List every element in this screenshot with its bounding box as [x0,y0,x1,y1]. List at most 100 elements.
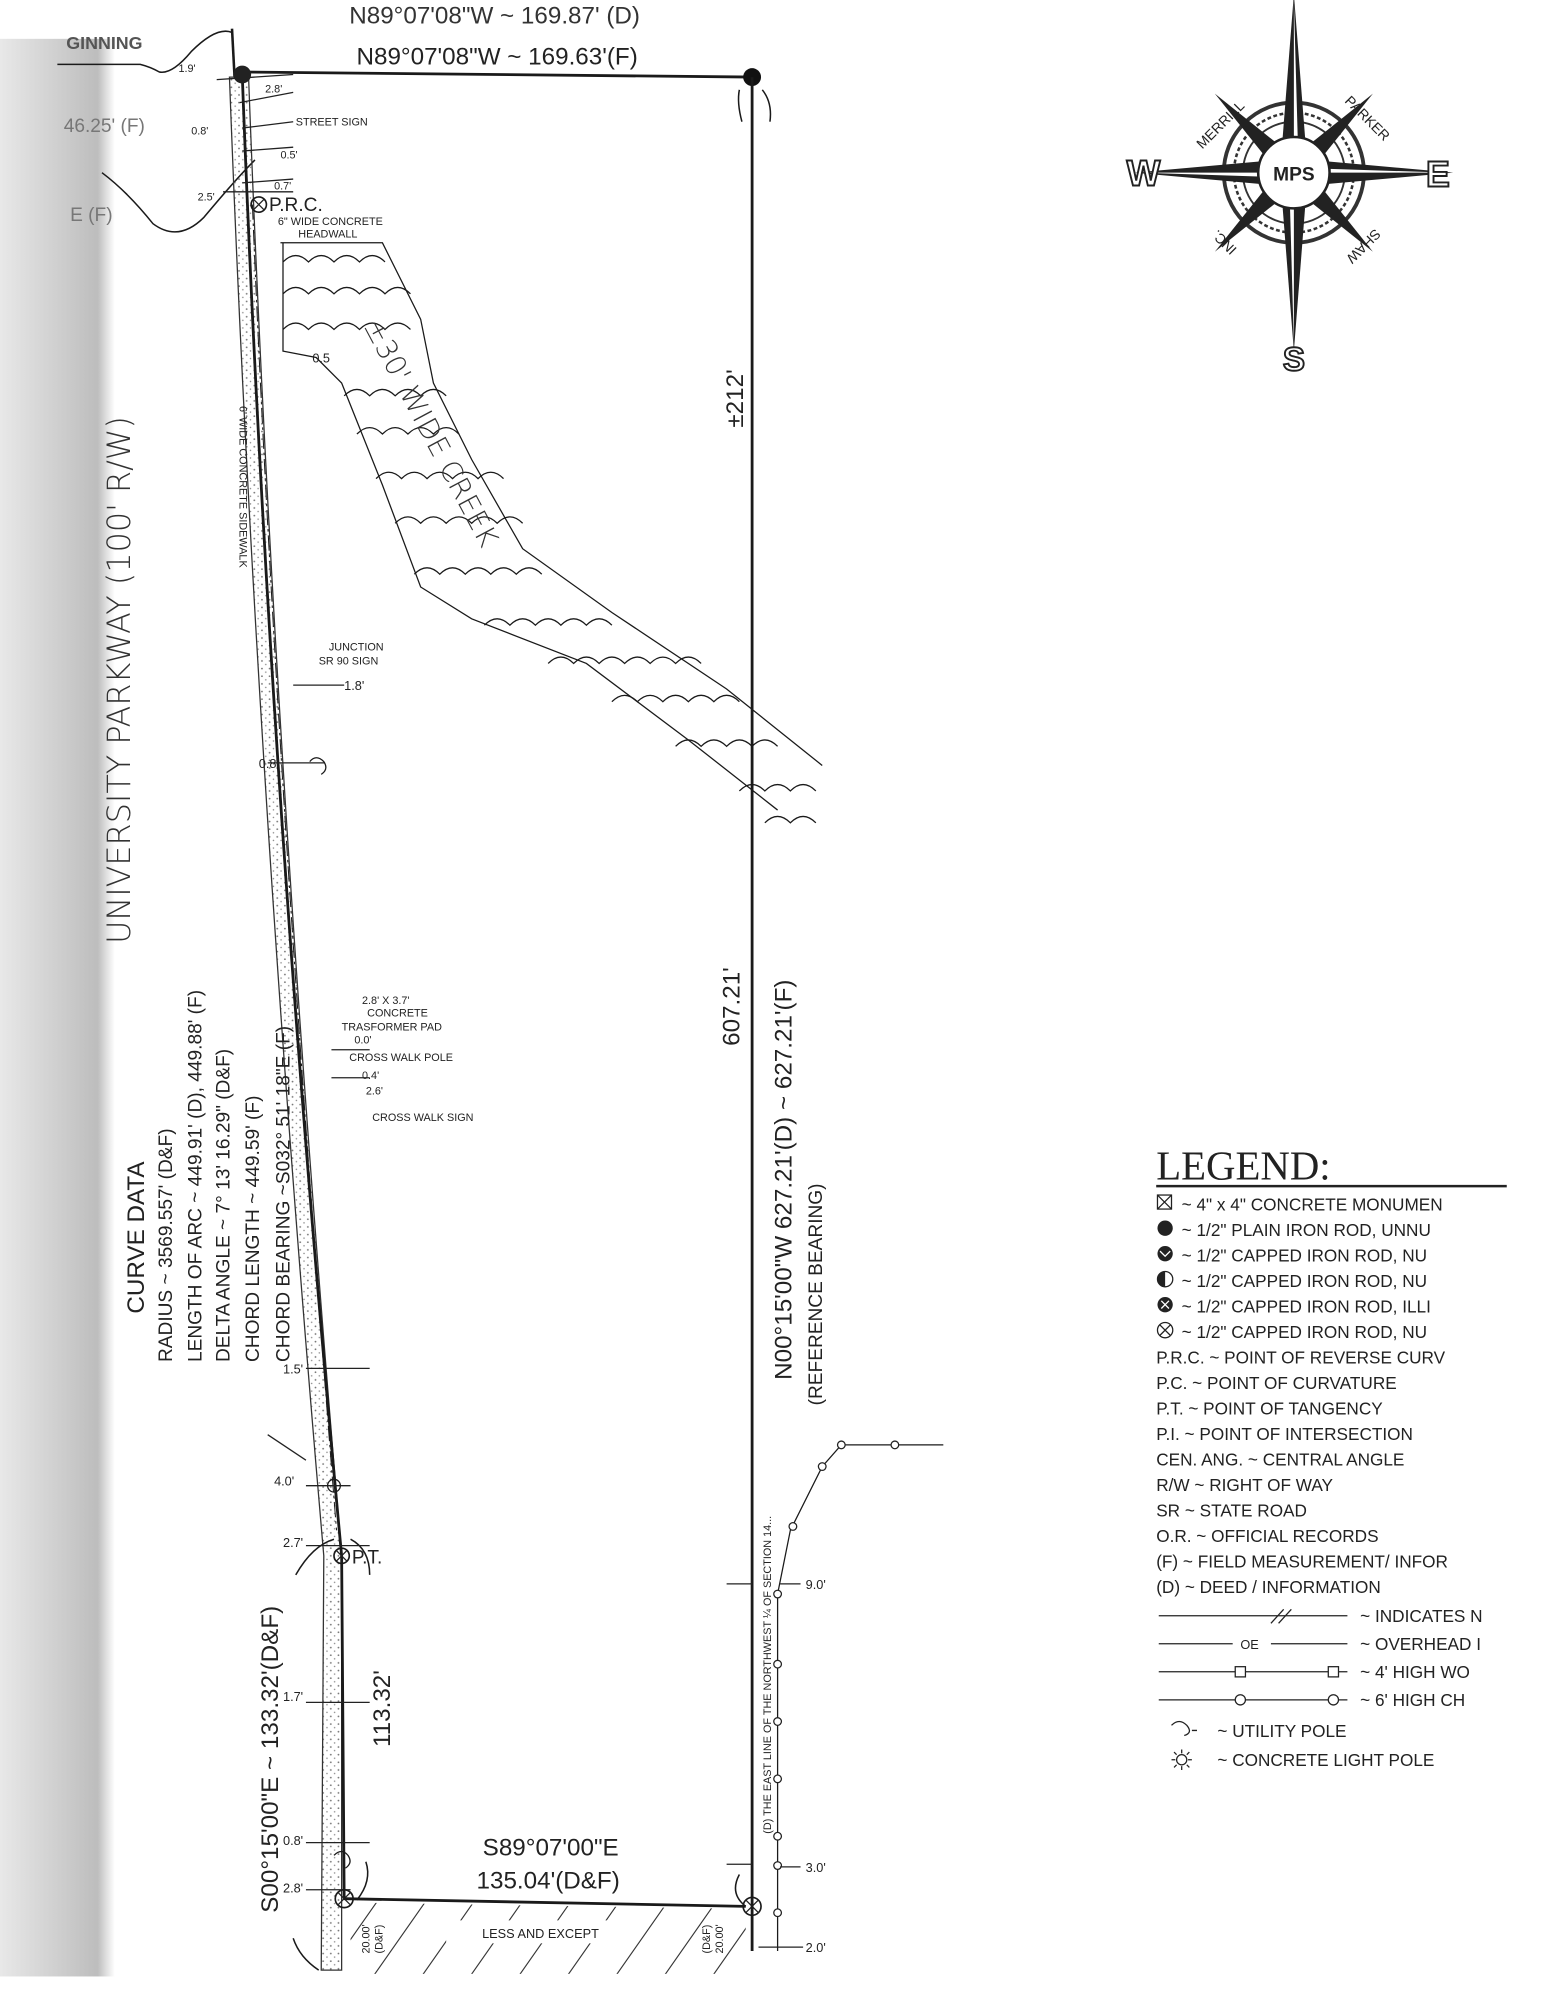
dim-label: 0.7' [274,180,291,192]
pad-label: TRASFORMER PAD [342,1022,442,1034]
dim-label: 0.0' [354,1034,371,1046]
junction-sign-label: JUNCTION [329,642,384,654]
south-boundary [344,1897,746,1908]
dim-label: 0.5 [312,351,330,366]
headwall-label: 6" WIDE CONCRETE [278,216,383,228]
compass-w: W [1127,153,1161,193]
curve-arc: LENGTH OF ARC ~ 449.91' (D), 449.88' (F) [185,990,206,1362]
legend-line-item: ~ 6' HIGH CH [1360,1690,1465,1710]
capped-rod-a-icon [1157,1246,1173,1262]
legend-light-pole: ~ CONCRETE LIGHT POLE [1217,1750,1434,1770]
west-bearing-label: S00°15'00"E ~ 133.32'(D&F) [257,1606,284,1913]
legend-item: R/W ~ RIGHT OF WAY [1156,1475,1333,1495]
dim-label: 2.7' [283,1535,303,1550]
iron-rod-ne [743,68,762,87]
west-annotations: 2.8' 0.8' STREET SIGN 0.5' 0.7' 2.5' P.R… [191,83,473,1895]
curve-delta: DELTA ANGLE ~ 7° 13' 16.29" (D&F) [213,1049,234,1362]
curve-chord-bearing: CHORD BEARING ~S032° 51' 18"E (F) [273,1026,294,1362]
dim-label: 2.6' [366,1085,383,1097]
capped-rod-prc-icon [250,196,268,214]
compass-rose-logo: MPS W E S N MERRILL PARKER SHAW INC. [1126,0,1454,379]
legend-title: LEGEND: [1156,1144,1330,1189]
compass-monogram: MPS [1273,164,1314,185]
legend-line-item: ~ INDICATES N [1360,1606,1482,1626]
dim-label: 0.8' [259,756,279,771]
crosswalk-sign-label: CROSS WALK SIGN [372,1112,473,1124]
legend-utility-pole: ~ UTILITY POLE [1217,1721,1346,1741]
compass-ring-merrill: MERRILL [1193,97,1247,151]
street-sign-label: STREET SIGN [296,117,368,129]
capped-rod-d-icon [1156,1321,1174,1339]
legend-item: SR ~ STATE ROAD [1156,1500,1307,1520]
dim-label: 0.8' [283,1833,303,1848]
legend-item: ~ 1/2" CAPPED IRON ROD, ILLI [1182,1296,1431,1316]
dim-label: 1.7' [283,1689,303,1704]
west-boundary-line [240,73,346,1900]
crosswalk-pole-label: CROSS WALK POLE [349,1052,453,1064]
legend-item: P.T. ~ POINT OF TANGENCY [1156,1398,1383,1418]
curve-data-title: CURVE DATA [123,1161,150,1314]
iron-rod-nw [233,65,252,84]
dim-label: 2.8' [283,1880,303,1895]
legend-item: ~ 4" x 4" CONCRETE MONUMEN [1182,1194,1443,1214]
legend-item: ~ 1/2" PLAIN IRON ROD, UNNU [1182,1220,1431,1240]
e20-src-label: (D&F) [701,1925,713,1954]
small-dim: 1.9' [178,63,195,75]
creek: ±30' WIDE CREEK [280,242,823,824]
less-and-except-label: LESS AND EXCEPT [482,1926,599,1941]
curve-chord-length: CHORD LENGTH ~ 449.59' (F) [243,1096,264,1362]
dim-label: 1.5' [283,1362,303,1377]
pad-label: 2.8' X 3.7' [362,995,409,1007]
dim-label: 0.8' [191,125,208,137]
legend-line-item: ~ OVERHEAD I [1360,1634,1481,1654]
legend-item: P.I. ~ POINT OF INTERSECTION [1156,1424,1413,1444]
dim-label: 9.0' [806,1577,826,1592]
south-bearing-label: S89°07'00"E [483,1834,619,1861]
chain-link-fence: 9.0' 3.0' 2.0' [726,1440,944,1955]
dim-label: 0.5' [280,150,297,162]
overhead-tag: OE [1240,1637,1258,1652]
east-bearing-label: N00°15'00"W 627.21'(D) ~ 627.21'(F) [771,980,798,1380]
capped-rod-c-icon [1157,1297,1173,1313]
w20-label: 20.00' [361,1924,373,1953]
headwall-label: HEADWALL [298,229,357,241]
curve-radius: RADIUS ~ 3569.557' (D&F) [156,1128,177,1362]
len-607-label: 607.21' [718,967,745,1046]
west-boundary [216,73,772,1971]
compass-s: S [1283,341,1305,378]
pt-label: P.T. [352,1547,382,1568]
bearing-deed: N89°07'08"W ~ 169.87' (D) [349,3,640,30]
left-fragment-2: E (F) [70,205,112,226]
legend-item: ~ 1/2" CAPPED IRON ROD, NU [1182,1271,1427,1291]
legend-item: CEN. ANG. ~ CENTRAL ANGLE [1156,1449,1404,1469]
dim-label: 3.0' [806,1860,826,1875]
north-boundary [242,70,753,79]
south-length-label: 135.04'(D&F) [477,1868,620,1895]
dim-label: 0.4' [362,1070,379,1082]
dim-label: 4.0' [274,1474,294,1489]
utility-pole-icon [1171,1720,1197,1737]
legend-item: (D) ~ DEED / INFORMATION [1156,1577,1381,1597]
plus-212-label: ±212' [722,369,749,427]
legend-line-item: ~ 4' HIGH WO [1360,1662,1470,1682]
dim-label: 2.0' [806,1940,826,1955]
legend-item: (F) ~ FIELD MEASUREMENT/ INFOR [1156,1551,1448,1571]
compass-e: E [1426,155,1450,195]
beginning-fragment: GINNING [66,33,142,53]
reference-bearing-label: (REFERENCE BEARING) [806,1183,827,1405]
len-113-label: 113.32' [369,1670,396,1747]
pad-label: CONCRETE [367,1008,428,1020]
legend-item: ~ 1/2" CAPPED IRON ROD, NU [1182,1322,1427,1342]
sidewalk-label: 6' WIDE CONCRETE SIDEWALK [237,406,249,568]
bearing-field: N89°07'08"W ~ 169.63'(F) [357,43,638,70]
concrete-monument-icon [1156,1194,1173,1210]
plain-iron-rod-icon [1157,1220,1173,1236]
top-area: GINNING 1.9' N89°07'08"W ~ 169.87' (D) N… [57,3,753,233]
east-line-label: (D) THE EAST LINE OF THE NORTHWEST ¼ OF … [762,1516,774,1834]
curve-data-block: CURVE DATA RADIUS ~ 3569.557' (D&F) LENG… [123,990,294,1362]
legend: LEGEND: ~ 4" x 4" CONCRETE MONUMEN ~ 1/2… [1156,1144,1507,1770]
dim-label: 2.8' [265,83,282,95]
legend-item: ~ 1/2" CAPPED IRON ROD, NU [1182,1245,1427,1265]
e20-label: 20.00' [714,1924,726,1953]
